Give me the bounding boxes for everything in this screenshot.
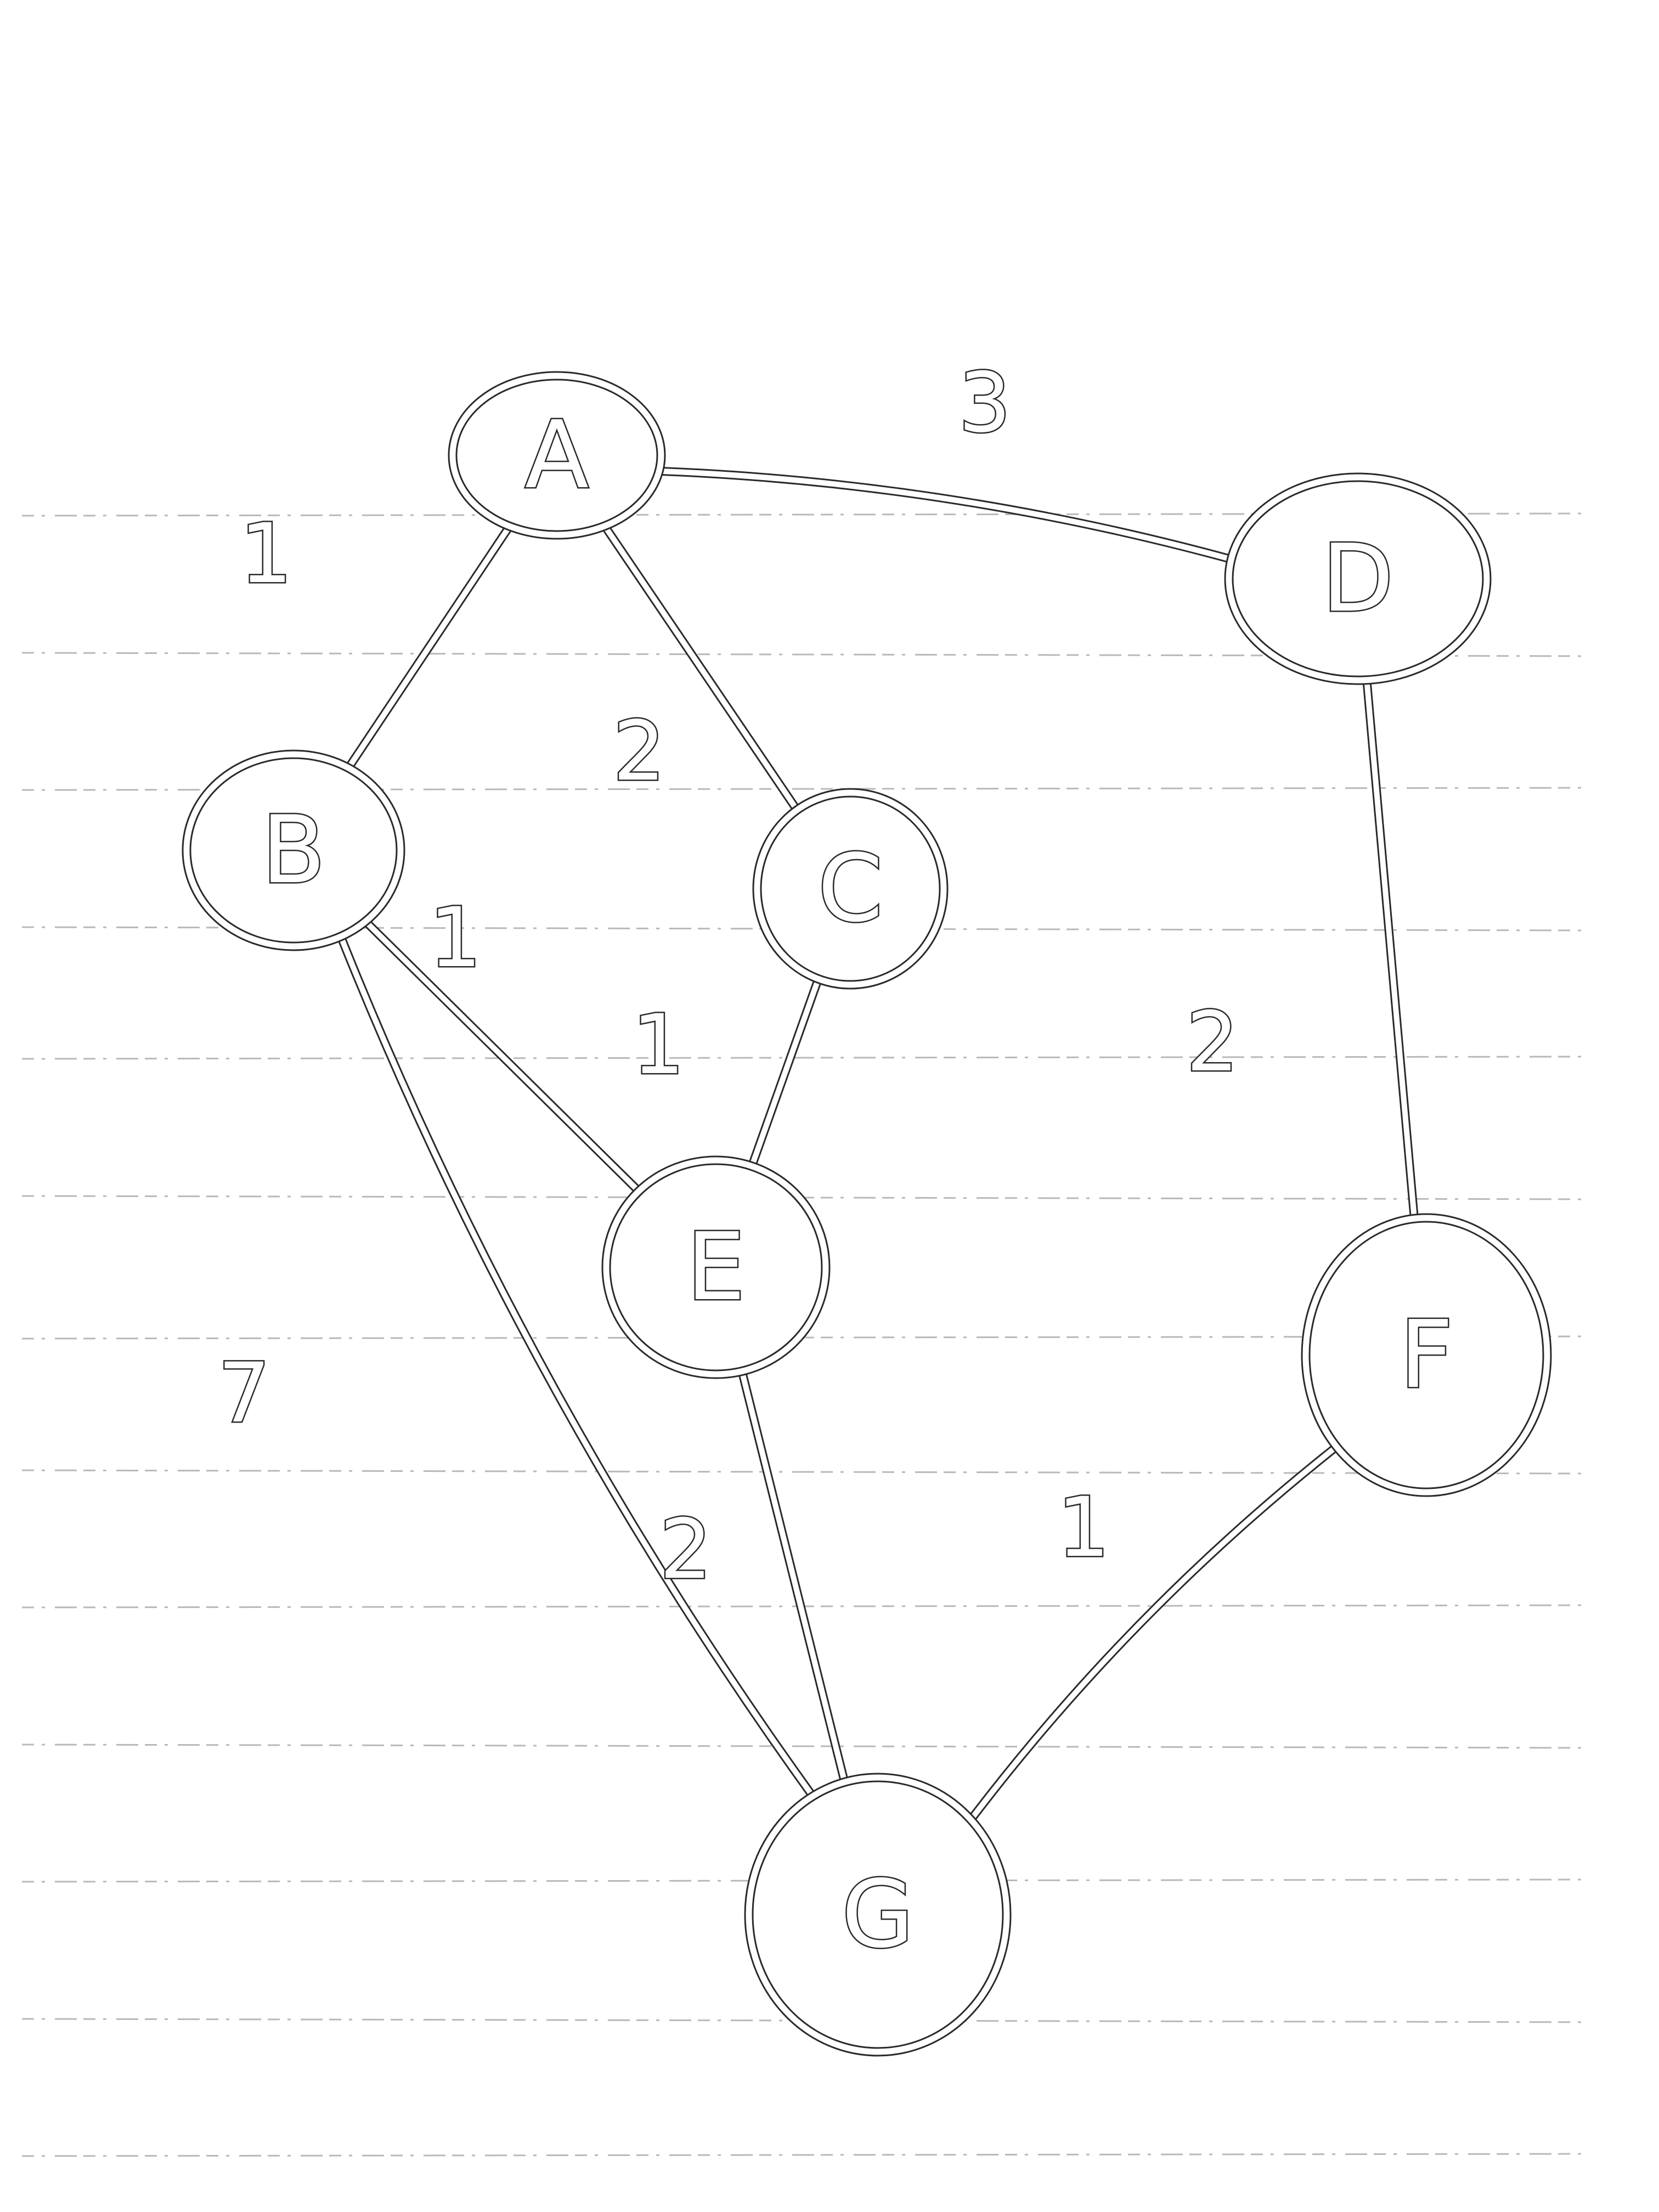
notebook-rule-line bbox=[21, 1195, 1592, 1200]
notebook-rule-line bbox=[21, 652, 1592, 657]
notebook-rule-line bbox=[21, 512, 1592, 517]
notebook-rule-line bbox=[21, 1469, 1592, 1475]
edge-weight-c-e: 1 bbox=[632, 997, 684, 1093]
notebook-rule-line bbox=[21, 2153, 1592, 2157]
notebook-rule-line bbox=[21, 787, 1592, 791]
node-b: B bbox=[182, 749, 405, 951]
node-a: A bbox=[448, 371, 666, 540]
node-label: E bbox=[686, 1213, 745, 1322]
edge-weight-b-g: 7 bbox=[218, 1346, 270, 1441]
edge-a-d bbox=[654, 466, 1236, 564]
edge-b-g bbox=[336, 932, 817, 1801]
edge-f-g bbox=[966, 1442, 1341, 1824]
node-label: D bbox=[1322, 524, 1394, 633]
edge-weight-f-g: 1 bbox=[1057, 1480, 1109, 1576]
weights-layer: 1 2 3 1 7 1 2 2 1 bbox=[217, 354, 1240, 1599]
edge-a-c bbox=[600, 521, 802, 815]
edge-weight-a-b: 1 bbox=[240, 506, 292, 602]
node-label: B bbox=[262, 796, 326, 905]
node-e: E bbox=[601, 1155, 831, 1379]
notebook-rule-line bbox=[21, 1335, 1592, 1340]
edge-b-e bbox=[361, 917, 644, 1196]
edges-layer bbox=[336, 466, 1419, 1824]
node-g: G bbox=[744, 1773, 1012, 2057]
nodes-layer: A B C D E F G bbox=[182, 371, 1552, 2057]
node-label: F bbox=[1400, 1301, 1453, 1409]
node-d: D bbox=[1224, 472, 1492, 685]
edge-weight-a-d: 3 bbox=[958, 356, 1011, 451]
edge-c-e bbox=[747, 974, 823, 1171]
notebook-rule-line bbox=[21, 1604, 1592, 1609]
edge-weight-d-f: 2 bbox=[1186, 995, 1238, 1090]
notebook-rule-line bbox=[21, 1743, 1592, 1749]
node-c: C bbox=[752, 788, 949, 990]
node-f: F bbox=[1301, 1213, 1552, 1497]
edge-e-g bbox=[737, 1367, 849, 1787]
node-label: G bbox=[842, 1860, 914, 1969]
edge-weight-a-c: 2 bbox=[613, 704, 665, 799]
edge-weight-e-g: 2 bbox=[659, 1502, 712, 1598]
edge-weight-b-e: 1 bbox=[429, 890, 481, 986]
edge-d-f bbox=[1362, 675, 1419, 1223]
notebook-rule-line bbox=[21, 1056, 1592, 1060]
node-label: C bbox=[818, 834, 883, 943]
node-label: A bbox=[525, 401, 589, 510]
edge-a-b bbox=[344, 522, 514, 772]
